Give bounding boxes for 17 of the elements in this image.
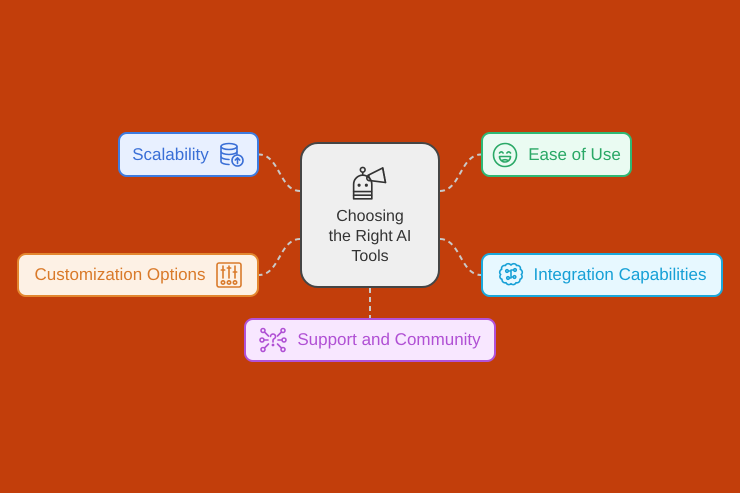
- dashed-connector: [440, 238, 482, 276]
- dashed-connector: [258, 238, 300, 276]
- topic-label: Customization Options: [34, 264, 206, 286]
- topic-box: [17, 253, 259, 297]
- dashed-connector: [369, 288, 371, 318]
- topic-label: Choosing the Right AI Tools: [328, 206, 412, 266]
- central-topic-box: [300, 142, 440, 288]
- dashed-connector: [440, 154, 482, 192]
- dashed-connector: [258, 154, 300, 192]
- topic-box: [118, 132, 259, 177]
- topic-label: Integration Capabilities: [534, 264, 706, 286]
- topic-box: [244, 318, 496, 362]
- topic-label: Ease of Use: [528, 144, 621, 166]
- topic-label: Scalability: [132, 144, 209, 166]
- topic-label: Support and Community: [297, 329, 481, 351]
- topic-box: [481, 253, 723, 297]
- topic-box: [481, 132, 632, 177]
